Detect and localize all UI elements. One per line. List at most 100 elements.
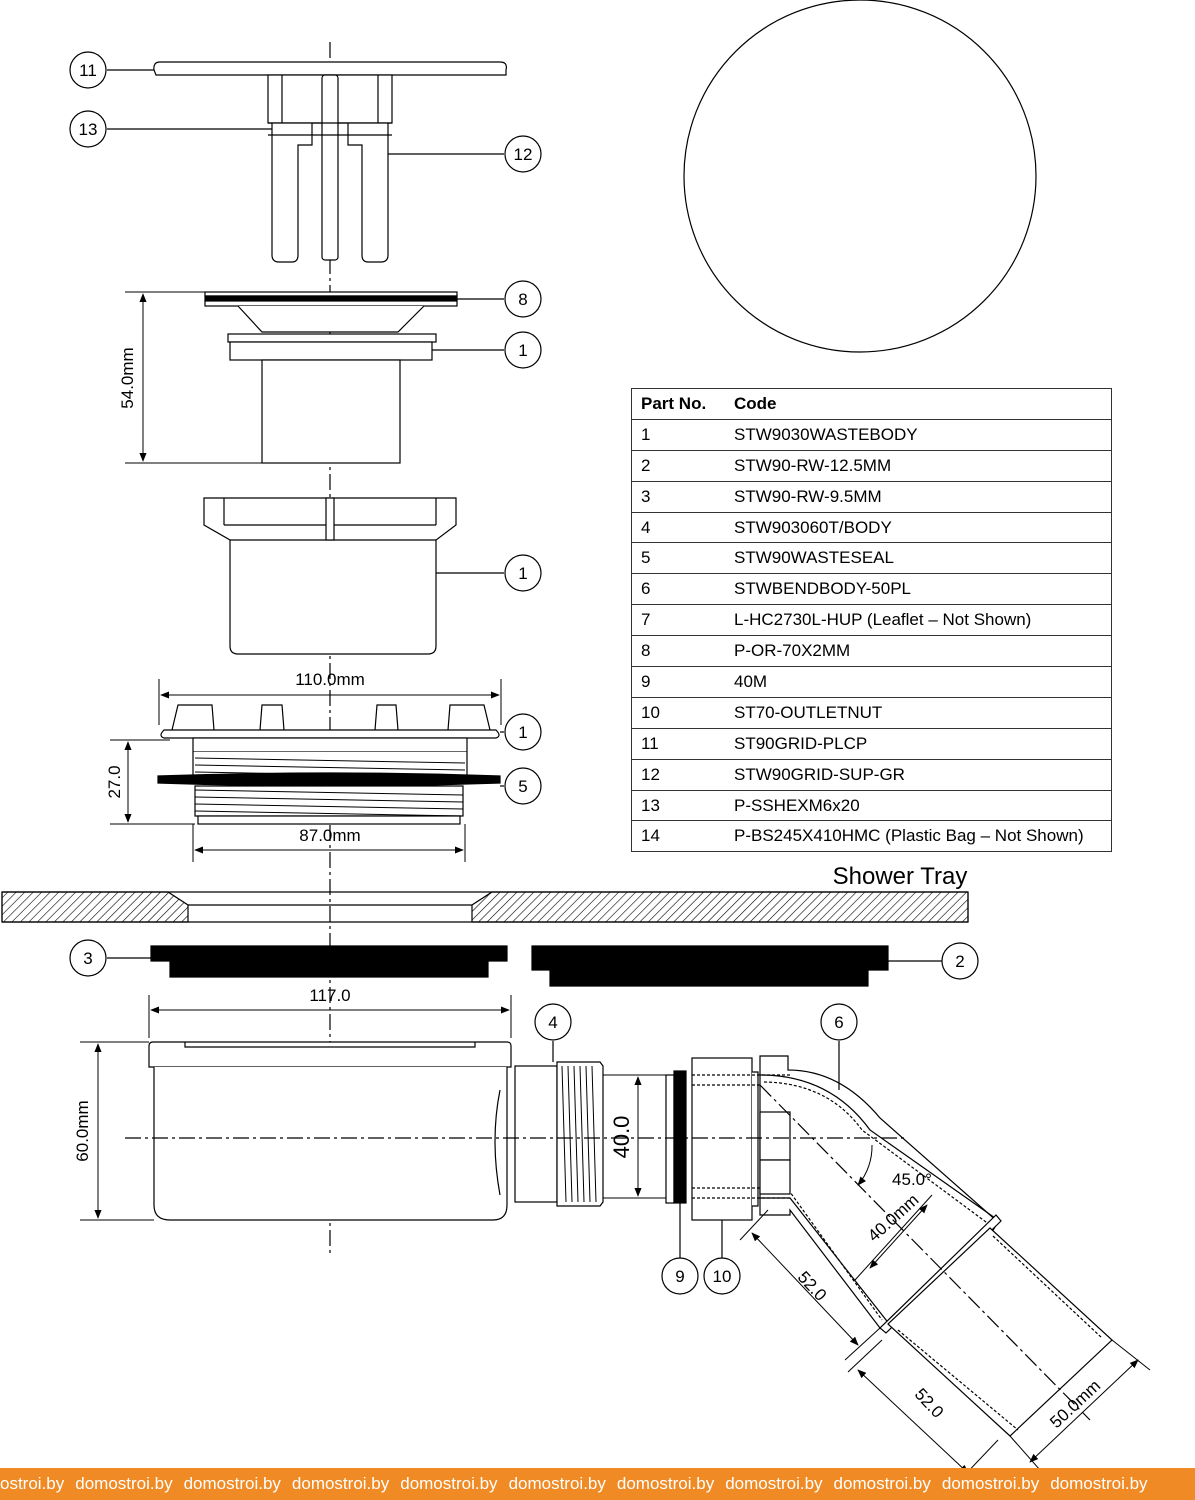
part-no-cell: 2 xyxy=(631,449,725,482)
code-cell: STW90-RW-9.5MM xyxy=(725,480,1112,513)
callout-11: 11 xyxy=(79,61,97,80)
shower-tray-section xyxy=(1,891,969,923)
dimension-60mm: 60.0mm xyxy=(73,1100,92,1161)
riser-washer-9-5 xyxy=(150,945,508,978)
code-cell: P-BS245X410HMC (Plastic Bag – Not Shown) xyxy=(725,820,1112,853)
code-cell: 40M xyxy=(725,666,1112,698)
dimension-45-degrees: 45.0° xyxy=(892,1170,932,1189)
outlet-washer xyxy=(665,1070,687,1204)
part-no-cell: 8 xyxy=(631,635,725,668)
callout-1-sleeve: 1 xyxy=(518,564,527,583)
exploded-technical-drawing: 11 13 12 8 1 1 1 5 3 2 4 6 9 10 54.0mm 1… xyxy=(1,0,1151,1468)
callout-2: 2 xyxy=(955,952,964,971)
code-cell: ST90GRID-PLCP xyxy=(725,727,1112,760)
dimension-lines xyxy=(80,291,1151,1468)
grid-cover-part xyxy=(153,61,507,76)
callout-8: 8 xyxy=(518,290,527,309)
callout-6: 6 xyxy=(834,1013,843,1032)
waste-body-sleeve xyxy=(203,497,457,655)
dimension-52-upper: 52.0 xyxy=(794,1268,830,1305)
callout-1-flange: 1 xyxy=(518,723,527,742)
code-cell: STW9030WASTEBODY xyxy=(725,418,1112,451)
dimension-87mm: 87.0mm xyxy=(299,826,360,845)
watermark-text: domostroi.by xyxy=(400,1474,498,1493)
part-no-cell: 7 xyxy=(631,604,725,637)
callout-9: 9 xyxy=(675,1267,684,1286)
part-no-cell: 14 xyxy=(631,820,725,853)
code-cell: STW90WASTESEAL xyxy=(725,542,1112,575)
part-no-cell: 12 xyxy=(631,758,725,791)
grid-support-part xyxy=(267,74,393,263)
code-header: Code xyxy=(725,388,1112,420)
code-cell: P-OR-70X2MM xyxy=(725,635,1112,668)
watermark-text: domostroi.by xyxy=(941,1474,1040,1493)
code-cell: ST70-OUTLETNUT xyxy=(725,696,1112,729)
shower-tray-label: Shower Tray xyxy=(833,863,968,890)
outlet-nut xyxy=(691,1057,790,1221)
code-cell: STWBENDBODY-50PL xyxy=(725,573,1112,606)
callout-circles xyxy=(69,51,979,1295)
watermark-text: domostroi.by xyxy=(725,1474,823,1493)
watermark-text: domostroi.by xyxy=(291,1474,390,1493)
watermark-banner: ostroi.by domostroi.by domostroi.by domostr… xyxy=(0,1468,1195,1500)
part-no-cell: 3 xyxy=(631,480,725,513)
dimension-52-lower: 52.0 xyxy=(911,1385,947,1422)
part-no-header: Part No. xyxy=(631,388,725,420)
dimension-110mm: 110.0mm xyxy=(295,670,365,689)
watermark-text: domostroi.by xyxy=(833,1474,931,1493)
watermark-text: ostroi.by xyxy=(0,1474,65,1493)
part-no-cell: 1 xyxy=(631,418,725,451)
callout-1-strainer: 1 xyxy=(518,341,527,360)
part-no-cell: 11 xyxy=(631,727,725,760)
watermark-text: domostroi.by xyxy=(508,1474,606,1493)
code-cell: P-SSHEXM6x20 xyxy=(725,789,1112,822)
part-no-cell: 4 xyxy=(631,511,725,544)
callout-4: 4 xyxy=(548,1013,557,1032)
watermark-text: domostroi.by xyxy=(183,1474,281,1493)
trap-body xyxy=(148,1041,512,1221)
parts-table-header: Part No. Code xyxy=(631,388,1112,420)
callout-12: 12 xyxy=(514,145,533,164)
callout-3: 3 xyxy=(83,949,92,968)
callout-leaders xyxy=(107,69,942,1258)
callout-13: 13 xyxy=(79,120,98,139)
dimension-54mm: 54.0mm xyxy=(118,347,137,408)
watermark-text: domostroi.by xyxy=(616,1474,715,1493)
code-cell: STW903060T/BODY xyxy=(725,511,1112,544)
dimension-117: 117.0 xyxy=(309,986,350,1005)
part-no-cell: 13 xyxy=(631,789,725,822)
code-cell: STW90GRID-SUP-GR xyxy=(725,758,1112,791)
bend-axis xyxy=(759,1084,1091,1421)
watermark-text: domostroi.by xyxy=(1050,1474,1148,1493)
callout-10: 10 xyxy=(713,1267,732,1286)
part-no-cell: 10 xyxy=(631,696,725,729)
grid-cover-top-view xyxy=(683,0,1037,353)
dimension-40: 40.0 xyxy=(609,1116,634,1159)
o-ring-and-strainer xyxy=(204,291,458,464)
part-no-cell: 6 xyxy=(631,573,725,606)
waste-body-flange xyxy=(157,704,501,825)
code-cell: STW90-RW-12.5MM xyxy=(725,449,1112,482)
outlet-thread-part xyxy=(514,1061,604,1207)
watermark-text: domostroi.by xyxy=(75,1474,173,1493)
dimension-27: 27.0 xyxy=(105,765,124,798)
callout-5: 5 xyxy=(518,777,527,796)
bend-body xyxy=(759,1055,1113,1437)
code-cell: L-HC2730L-HUP (Leaflet – Not Shown) xyxy=(725,604,1112,637)
part-no-cell: 9 xyxy=(631,666,725,698)
part-no-cell: 5 xyxy=(631,542,725,575)
